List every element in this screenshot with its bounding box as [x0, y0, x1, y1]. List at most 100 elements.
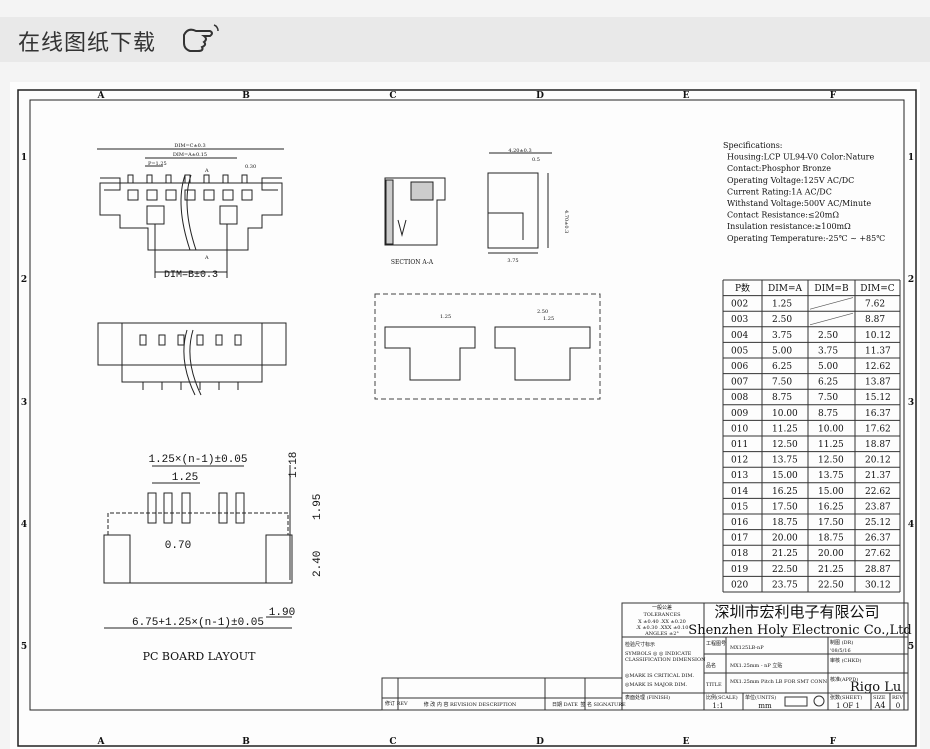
zone-row-right: 4 [908, 520, 914, 530]
section-depth: 3.75 [507, 258, 518, 264]
table-cell: 22.62 [865, 487, 891, 497]
table-cell: 25.12 [865, 518, 891, 528]
empty-cell-slash [809, 297, 854, 310]
table-cell: 17.50 [772, 502, 798, 512]
table-cell: 020 [731, 580, 748, 590]
table-cell: 014 [731, 487, 748, 497]
table-cell: 15.00 [818, 487, 844, 497]
tol-cn: 一般公差 [652, 604, 672, 611]
contact-tab [203, 174, 210, 184]
table-cell: 28.87 [865, 565, 891, 575]
section-view [384, 152, 552, 254]
table-cell: 20.00 [818, 549, 844, 559]
zone-col-top: B [242, 91, 250, 101]
rev-col: 修订 REV [385, 700, 408, 707]
zone-row-right: 5 [908, 642, 914, 652]
table-cell: 17.62 [865, 424, 891, 434]
title-block [381, 602, 909, 711]
zone-col-top: D [536, 91, 544, 101]
pcb-pad [181, 492, 191, 524]
scale-value: 1:1 [712, 702, 723, 710]
size-label: SIZE [873, 695, 886, 701]
table-cell: 23.87 [865, 502, 891, 512]
layout-vdim-3: 2.40 [312, 551, 324, 577]
company-cn: 深圳市宏利电子有限公司 [714, 603, 879, 621]
pcb-pad [163, 492, 173, 524]
mating-detail-box [374, 293, 601, 400]
outer-frame [17, 89, 917, 747]
empty-cell-slash [809, 312, 854, 326]
table-cell: 30.12 [865, 580, 891, 590]
dr-date: '08/5/16 [830, 648, 851, 654]
contact-tab [127, 174, 134, 184]
units-label: 单位(UNITS) [745, 694, 776, 701]
header-bar: 在线图纸下载 [0, 17, 930, 62]
contact-window [203, 189, 215, 201]
pointing-hand-icon[interactable] [180, 21, 220, 57]
spec-line: Insulation resistance:≥100mΩ [727, 222, 851, 231]
section-mark-top: A [204, 168, 209, 174]
contact-window [165, 189, 177, 201]
layout-dim-5: 1.90 [269, 607, 295, 619]
table-header: DIM=A [768, 284, 803, 294]
width-label: 0.30 [245, 164, 256, 170]
company-en: Shenzhen Holy Electronic Co.,Ltd [688, 623, 911, 638]
table-cell: 13.87 [865, 378, 891, 388]
zone-row-left: 2 [21, 275, 27, 285]
layout-dim-4: 6.75+1.25×(n-1)±0.05 [132, 617, 264, 629]
contact-window [146, 189, 158, 201]
table-cell: 18.75 [818, 534, 844, 544]
name-label: 品名 [706, 662, 716, 669]
table-cell: 2.50 [818, 331, 838, 341]
sign-col: 签 名 SIGNATURE [580, 701, 626, 708]
zone-row-left: 4 [21, 520, 27, 530]
table-cell: 3.75 [818, 346, 838, 356]
zone-col-top: A [97, 91, 106, 101]
table-cell: 15.12 [865, 393, 891, 403]
table-cell: 7.50 [818, 393, 838, 403]
top-view [97, 148, 284, 278]
table-cell: 16.25 [818, 502, 844, 512]
table-cell: 011 [731, 440, 748, 450]
table-cell: 17.50 [818, 518, 844, 528]
table-cell: 6.25 [772, 362, 792, 372]
insp-cn: 检验尺寸标示 [625, 641, 655, 648]
table-header: DIM=B [814, 284, 849, 294]
contact-tab [241, 174, 248, 184]
pn-label: 工程图号 [706, 640, 726, 647]
zone-row-left: 5 [21, 642, 27, 652]
mating-dim-2: 2.50 [537, 309, 548, 315]
finish-label: 表面处理 (FINISH) [625, 694, 670, 701]
table-cell: 12.50 [818, 456, 844, 466]
table-cell: 15.00 [772, 471, 798, 481]
sheet-value: 1 OF 1 [836, 702, 860, 710]
contact-tab [222, 174, 229, 184]
zone-row-right: 3 [908, 398, 914, 408]
table-cell: 20.12 [865, 456, 891, 466]
pin-window [139, 334, 147, 346]
part-title: MX1.25mm Pitch LB FOR SMT CONN [730, 679, 828, 685]
table-cell: 016 [731, 518, 748, 528]
table-cell: 20.00 [772, 534, 798, 544]
zone-row-right: 2 [908, 275, 914, 285]
table-cell: 8.75 [818, 409, 838, 419]
table-cell: 004 [731, 331, 748, 341]
pin-window [234, 334, 242, 346]
specifications: Specifications:Housing:LCP UL94-V0 Color… [723, 141, 885, 243]
page-title: 在线图纸下载 [18, 31, 157, 56]
table-cell: 003 [731, 315, 748, 325]
pin-window [215, 334, 223, 346]
tol-3: ANGLES ±2° [644, 631, 679, 637]
table-cell: 009 [731, 409, 748, 419]
pcb-pad [235, 492, 245, 524]
pin-window [158, 334, 166, 346]
scale-label: 比例(SCALE) [706, 694, 738, 701]
approver: Rigo Lu [850, 680, 901, 695]
pin-window [196, 334, 204, 346]
table-cell: 10.12 [865, 331, 891, 341]
table-cell: 16.37 [865, 409, 891, 419]
table-cell: 18.87 [865, 440, 891, 450]
table-cell: 12.62 [865, 362, 891, 372]
table-cell: 2.50 [772, 315, 792, 325]
